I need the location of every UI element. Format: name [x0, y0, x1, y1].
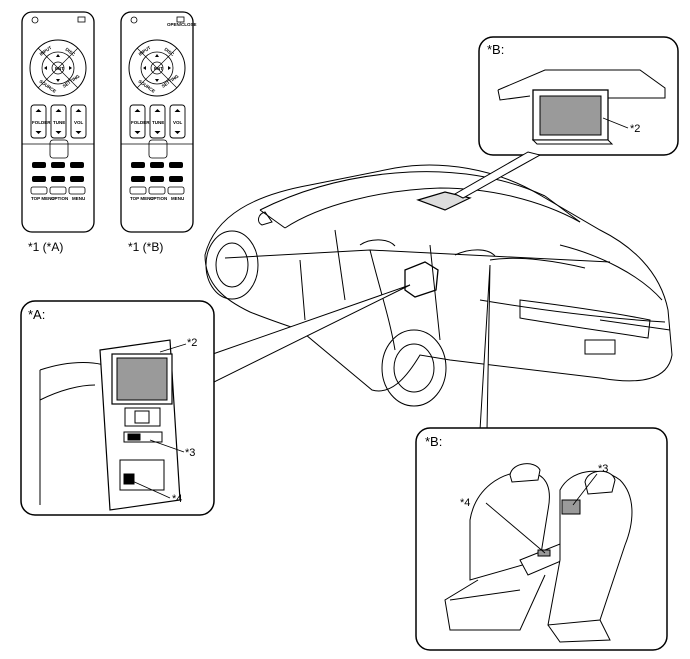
remote-a-vol-label: VOL — [74, 120, 84, 125]
remote-a-input-label: INPUT — [39, 45, 53, 57]
remote-b-ent-label: ENT — [154, 66, 163, 71]
callout-b-seat-title: *B: — [425, 434, 442, 449]
callout-a-display-label: *2 — [187, 337, 197, 349]
callout-a-controls-label: *3 — [185, 447, 195, 459]
remote-a-folder-label: FOLDER — [32, 120, 51, 125]
remote-b-input-label: INPUT — [138, 45, 152, 57]
remote-b-menu-label: MENU — [171, 196, 184, 201]
callout-b-top-title: *B: — [487, 42, 504, 57]
callout-b-seat-leader — [479, 264, 491, 431]
remote-a-labels: INPUT DISC SOURCE SETTING ENT FOLDER TUN… — [31, 45, 85, 201]
callout-a-jack-label: *4 — [172, 493, 182, 505]
remote-a-tune-label: TUNE — [53, 120, 65, 125]
remote-a-disc-label: DISC — [64, 47, 76, 58]
remote-b-disc-label: DISC — [163, 47, 175, 58]
remote-b-openclose-label: OPEN/CLOSE — [167, 22, 197, 27]
remote-a-topmenu-label: TOP MENU — [31, 196, 55, 201]
callout-a-rear-console: *A: *2 *3 *4 — [20, 300, 215, 516]
remote-b-option-label: OPTION — [150, 196, 167, 201]
callout-a-title: *A: — [28, 307, 45, 322]
remote-a-caption: *1 (*A) — [28, 240, 63, 254]
remote-b-caption: *1 (*B) — [128, 240, 163, 254]
remote-b-tune-label: TUNE — [152, 120, 164, 125]
callout-a-leader — [209, 284, 411, 384]
remote-b-folder-label: FOLDER — [131, 120, 150, 125]
remote-a: INPUT DISC SOURCE SETTING ENT FOLDER TUN… — [21, 11, 95, 233]
remote-b-vol-label: VOL — [173, 120, 183, 125]
callout-b-seat-controls-label: *3 — [598, 463, 608, 475]
vehicle-illustration — [204, 164, 673, 407]
remote-a-menu-label: MENU — [72, 196, 85, 201]
callout-b-rear-seat: *B: *3 *4 — [415, 427, 668, 651]
callout-b-top-display-label: *2 — [630, 123, 640, 135]
remote-b: OPEN/CLOSE INPUT DISC SOURCE SETTING ENT… — [120, 11, 197, 233]
callout-b-top-leader — [453, 151, 542, 199]
remote-a-ent-label: ENT — [55, 66, 64, 71]
remote-b-topmenu-label: TOP MENU — [130, 196, 154, 201]
remote-a-option-label: OPTION — [51, 196, 68, 201]
callout-b-seat-jack-label: *4 — [460, 497, 470, 509]
callout-b-ceiling-display: *B: *2 — [478, 36, 679, 156]
